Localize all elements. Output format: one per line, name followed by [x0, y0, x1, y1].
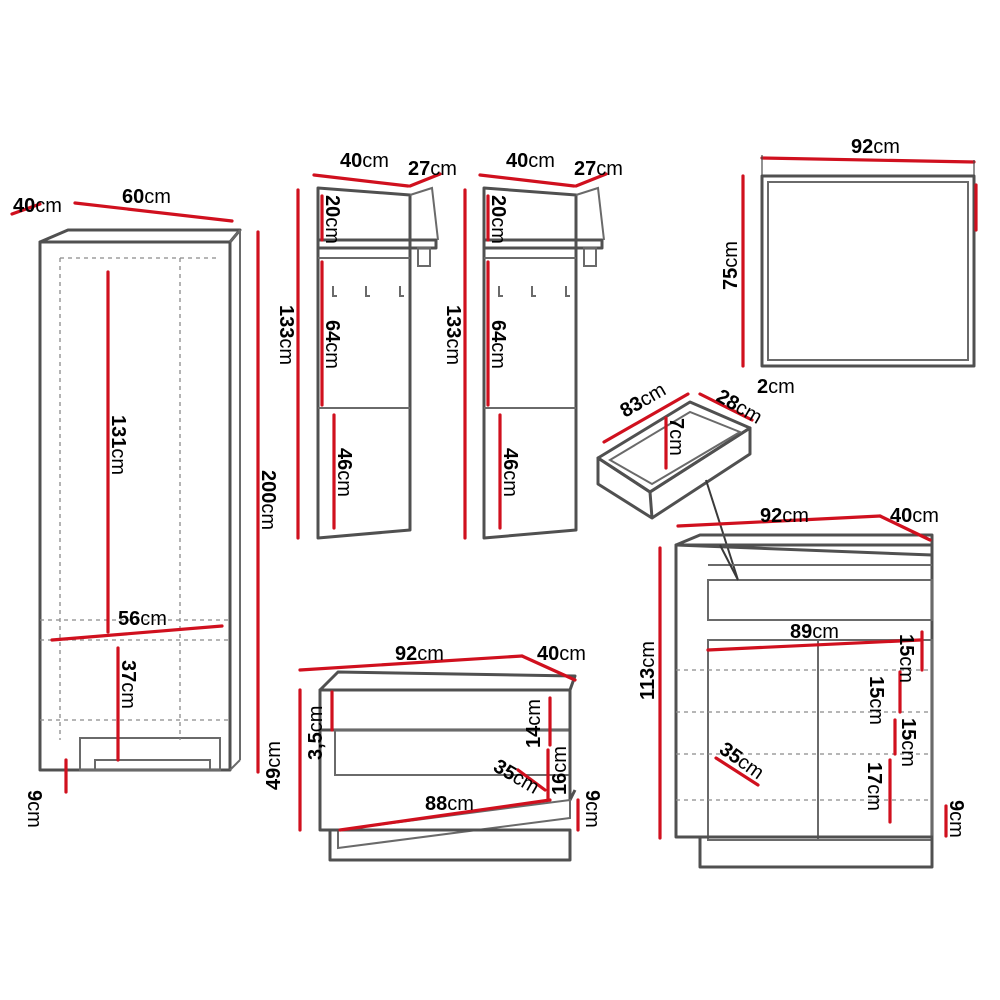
- hall-panel-right-board: [482, 186, 578, 540]
- dresser-inner-width-label: 89cm: [790, 621, 839, 643]
- mirror-width-label: 92cm: [851, 136, 900, 158]
- bench-lower-label: 16cm: [549, 746, 571, 795]
- dresser-shelf2-label: 15cm: [865, 676, 887, 725]
- drawer-height-label: 7cm: [665, 418, 687, 456]
- bench-depth-label: 40cm: [537, 643, 586, 665]
- wardrobe-shelf-label: 37cm: [117, 660, 139, 709]
- dresser-depth-label: 40cm: [890, 505, 939, 527]
- dresser-body: [674, 543, 934, 839]
- hook-icon: [498, 286, 570, 297]
- hall-panel-left-width-label: 40cm: [340, 150, 389, 172]
- bench-inner-depth-label: 35cm: [490, 755, 543, 799]
- mirror-glass: [767, 181, 969, 361]
- bench-inner-width-line: [338, 798, 552, 832]
- hall-panel-right-width-line: [478, 173, 576, 188]
- hall-panel-left-depth-line: [408, 172, 442, 188]
- hall-panel-left-board: [316, 186, 412, 540]
- hall-panel-left-hook-label: 64cm: [321, 320, 343, 369]
- mirror-height-label: 75cm: [720, 241, 742, 290]
- wardrobe-plinth: [94, 759, 211, 771]
- wardrobe-width-label: 60cm: [122, 186, 171, 208]
- hall-panel-left-shelf-label: 20cm: [321, 195, 343, 244]
- wardrobe-depth-line: [10, 202, 42, 216]
- dresser-inner-depth-line: [714, 756, 760, 787]
- dresser-height-label: 113cm: [637, 641, 659, 700]
- wardrobe-top: [38, 228, 242, 244]
- dresser-drawer: [707, 579, 933, 621]
- bench-drawer-label: 14cm: [523, 699, 545, 748]
- wardrobe-base-label: 9cm: [23, 790, 45, 828]
- drawer: 83cm 28cm 7cm: [596, 379, 766, 581]
- hall-panel-right-depth-label: 27cm: [574, 158, 623, 180]
- wardrobe-width-line: [73, 201, 234, 223]
- dresser-width-line: [676, 514, 882, 528]
- bench-depth-line: [520, 654, 577, 682]
- drawer-width-label: 83cm: [617, 379, 670, 423]
- hook-icon: [332, 286, 404, 297]
- hall-panel-right-lower-label: 46cm: [499, 448, 521, 497]
- drawer-front: [596, 456, 654, 520]
- bench-inner-width-label: 88cm: [425, 793, 474, 815]
- hall-panel-left-depth-label: 27cm: [408, 158, 457, 180]
- dresser-top: [674, 533, 934, 557]
- hall-panel-right-hook-label: 64cm: [487, 320, 509, 369]
- mirror: 92cm 75cm 2cm: [720, 136, 978, 398]
- wardrobe-base: [79, 737, 221, 771]
- hall-panel-left: 40cm 27cm 20cm 133cm 64cm 46cm: [275, 150, 457, 540]
- mirror-width-line: [760, 156, 976, 164]
- dresser-shelf3-label: 15cm: [897, 718, 919, 767]
- wardrobe-height-label: 200cm: [257, 470, 279, 530]
- drawer-width-line: [602, 392, 690, 444]
- hall-panel-right-shelf-label: 20cm: [487, 195, 509, 244]
- bench-width-line: [298, 654, 524, 672]
- shoe-bench: 92cm 40cm 49cm 3,5cm 14cm 16cm 88cm 35cm…: [263, 643, 603, 862]
- mirror-thickness-label: 2cm: [757, 376, 795, 398]
- drawer-depth-line: [698, 392, 754, 422]
- dresser-base: [698, 835, 934, 869]
- wardrobe-inner-width-line: [50, 624, 224, 642]
- hall-panel-right-height-label: 133cm: [442, 305, 464, 365]
- dresser-shelf4-label: 17cm: [863, 762, 885, 811]
- bench-inner-depth-line: [516, 768, 547, 792]
- dresser-base-label: 9cm: [945, 800, 967, 838]
- hall-panel-left-height-label: 133cm: [275, 305, 297, 365]
- dresser-inner-depth-label: 35cm: [715, 738, 768, 784]
- bench-top: [318, 670, 577, 692]
- mirror-frame: [760, 174, 976, 368]
- bench-base-label: 9cm: [581, 790, 603, 828]
- bench-height-label: 49cm: [263, 741, 285, 790]
- wardrobe-inner-height-label: 131cm: [107, 415, 129, 475]
- bench-top-thickness-label: 3,5cm: [305, 706, 327, 760]
- hall-panel-right: 40cm 27cm 20cm 133cm 64cm 46cm: [442, 150, 623, 540]
- hall-panel-left-shelf: [316, 238, 438, 250]
- wardrobe: 40cm 60cm 200cm 131cm 56cm 37cm 9cm: [10, 186, 279, 828]
- wardrobe-depth-label: 40cm: [13, 195, 62, 217]
- hall-panel-right-width-label: 40cm: [506, 150, 555, 172]
- hall-panel-right-shelf: [482, 238, 604, 250]
- dresser-doors: [707, 639, 933, 841]
- dresser-inner-width-line: [706, 638, 922, 652]
- dresser-depth-line: [878, 514, 932, 542]
- hall-panel-left-lower-label: 46cm: [333, 448, 355, 497]
- wardrobe-inner-width-label: 56cm: [118, 608, 167, 630]
- hall-panel-right-depth-line: [574, 172, 608, 188]
- hall-panel-left-width-line: [312, 173, 410, 188]
- dresser: 92cm 40cm 113cm 89cm 15cm 15cm 15cm 17cm…: [637, 505, 967, 869]
- dresser-shelf1-label: 15cm: [895, 634, 917, 683]
- bench-base: [328, 828, 572, 862]
- dresser-width-label: 92cm: [760, 505, 809, 527]
- bench-width-label: 92cm: [395, 643, 444, 665]
